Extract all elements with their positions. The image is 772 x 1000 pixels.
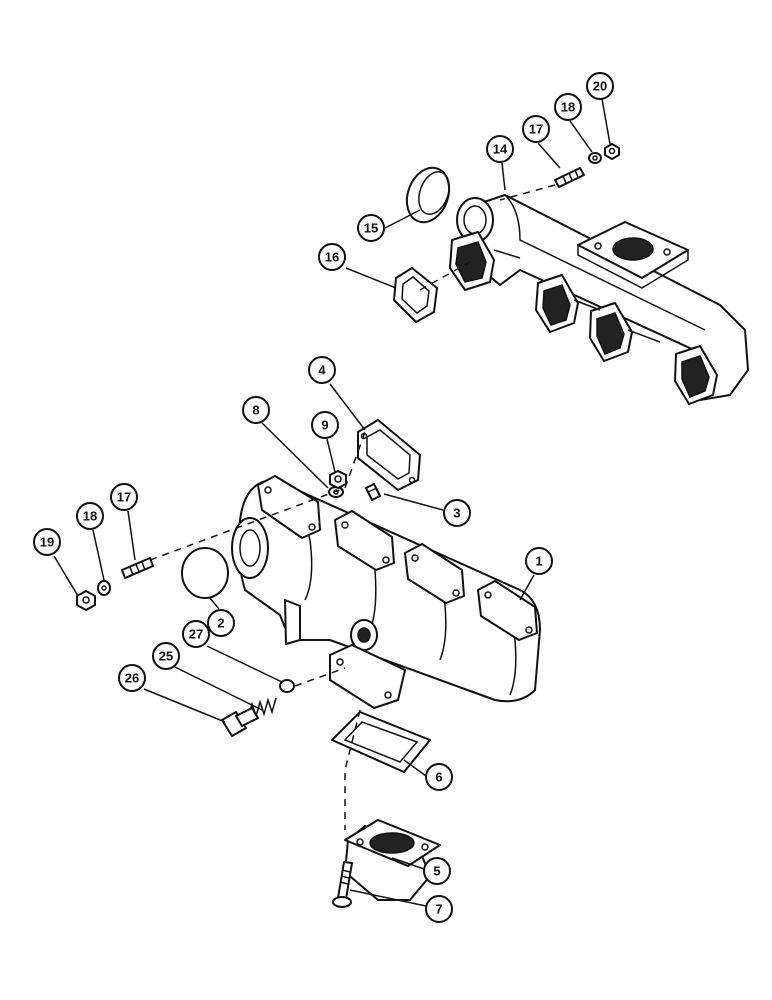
svg-text:3: 3	[453, 506, 460, 521]
svg-text:18: 18	[561, 100, 575, 115]
callout-17-upper: 17	[522, 115, 550, 143]
sensor-part-26	[221, 707, 259, 737]
callout-5: 5	[423, 857, 451, 885]
svg-text:15: 15	[364, 221, 378, 236]
callout-20: 20	[586, 72, 614, 100]
callout-6: 6	[425, 763, 453, 791]
elbow-part-5	[344, 819, 441, 901]
callout-19: 19	[33, 528, 61, 556]
svg-text:20: 20	[593, 79, 607, 94]
bolt-part-7	[332, 861, 353, 908]
upper-manifold	[449, 194, 749, 405]
gasket-part-16	[393, 267, 438, 323]
nut-part-9	[329, 470, 347, 489]
svg-text:1: 1	[535, 554, 542, 569]
washer-part-18-upper	[588, 152, 602, 164]
svg-text:25: 25	[159, 649, 173, 664]
washer-part-18-lower	[97, 580, 111, 596]
nut-part-19	[76, 590, 96, 611]
callout-16: 16	[318, 243, 346, 271]
svg-text:9: 9	[321, 418, 328, 433]
svg-text:16: 16	[325, 250, 339, 265]
svg-text:2: 2	[217, 616, 224, 631]
callout-14: 14	[486, 135, 514, 163]
nut-part-20	[604, 143, 620, 160]
svg-text:27: 27	[189, 627, 203, 642]
callout-8: 8	[242, 396, 270, 424]
lower-manifold	[231, 475, 541, 709]
callout-27: 27	[182, 620, 210, 648]
callout-17-lower: 17	[110, 483, 138, 511]
callout-3: 3	[443, 499, 471, 527]
callout-26: 26	[118, 664, 146, 692]
svg-text:26: 26	[125, 671, 139, 686]
svg-text:17: 17	[117, 490, 131, 505]
callout-2: 2	[207, 609, 235, 637]
svg-text:6: 6	[435, 770, 442, 785]
svg-text:5: 5	[433, 864, 440, 879]
callout-1: 1	[525, 547, 553, 575]
callout-9: 9	[311, 411, 339, 439]
svg-text:19: 19	[40, 535, 54, 550]
callout-7: 7	[425, 895, 453, 923]
callout-15: 15	[357, 214, 385, 242]
svg-text:8: 8	[252, 403, 259, 418]
svg-text:14: 14	[493, 142, 508, 157]
stud-part-17-upper	[554, 167, 585, 188]
svg-text:7: 7	[435, 902, 442, 917]
cap-part-2	[181, 547, 229, 599]
plug-part-3	[365, 483, 381, 501]
callout-18-lower: 18	[76, 502, 104, 530]
callout-4: 4	[308, 356, 336, 384]
callout-25: 25	[152, 642, 180, 670]
callout-18-upper: 18	[554, 93, 582, 121]
svg-text:17: 17	[529, 122, 543, 137]
svg-text:18: 18	[83, 509, 97, 524]
leader-lines	[53, 98, 611, 907]
svg-text:4: 4	[318, 363, 326, 378]
oring-part-27	[279, 679, 295, 693]
stud-part-17-lower	[121, 557, 154, 579]
ring-part-15	[405, 166, 451, 224]
gasket-part-4	[357, 419, 421, 491]
